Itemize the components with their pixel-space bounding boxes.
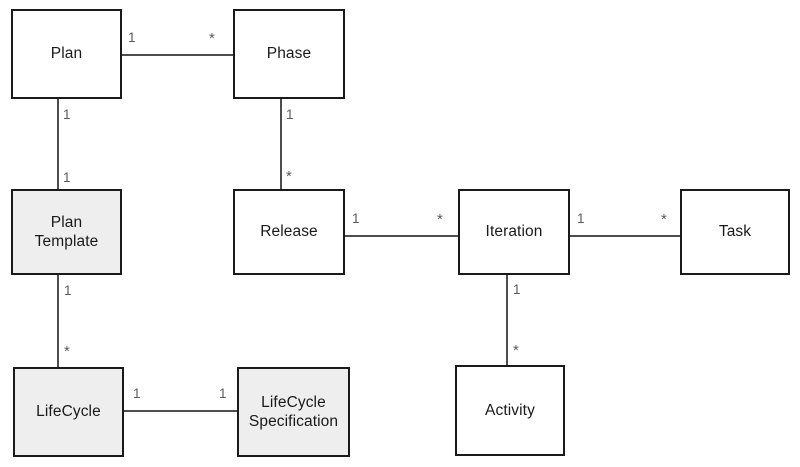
class-box-release[interactable]: Release [233,189,345,275]
class-name-lifecycle: LifeCycle [36,403,101,421]
class-name-task: Task [718,223,752,241]
multiplicity-label-iteration-activity-to: * [513,342,519,359]
class-name-iteration: Iteration [485,223,543,241]
class-name-phase: Phase [266,45,312,63]
multiplicity-label-plan-phase-to: * [209,30,215,47]
multiplicity-label-plantemplate-lifecycle-to: * [64,343,70,360]
multiplicity-label-plan-plantemplate-from: 1 [63,107,71,122]
class-box-plantemplate[interactable]: Plan Template [11,189,122,275]
class-box-iteration[interactable]: Iteration [458,189,570,275]
multiplicity-label-phase-release-to: * [286,168,292,185]
multiplicity-label-lifecycle-lifecyclespec-from: 1 [133,386,141,401]
multiplicity-label-iteration-activity-from: 1 [513,282,521,297]
class-box-plan[interactable]: Plan [11,9,122,99]
class-box-task[interactable]: Task [680,189,790,275]
multiplicity-label-iteration-task-to: * [661,211,667,228]
association-lines [57,54,680,412]
multiplicity-label-release-iteration-to: * [437,211,443,228]
class-box-lifecycle[interactable]: LifeCycle [13,367,124,457]
class-box-phase[interactable]: Phase [233,9,345,99]
multiplicity-label-iteration-task-from: 1 [577,211,585,226]
class-name-plan: Plan [50,45,83,63]
multiplicity-label-release-iteration-from: 1 [352,211,360,226]
multiplicity-label-plantemplate-lifecycle-from: 1 [64,283,72,298]
multiplicity-label-lifecycle-lifecyclespec-to: 1 [219,386,227,401]
multiplicity-label-plan-phase-from: 1 [128,30,136,45]
class-name-release: Release [260,223,318,241]
class-box-lifecyclespec[interactable]: LifeCycle Specification [237,367,350,457]
class-name-lifecyclespec: LifeCycle Specification [248,393,339,430]
class-box-activity[interactable]: Activity [455,365,565,456]
class-name-plantemplate: Plan Template [34,213,99,250]
multiplicity-label-plan-plantemplate-to: 1 [63,170,71,185]
class-name-activity: Activity [485,401,535,419]
multiplicity-label-phase-release-from: 1 [286,107,294,122]
